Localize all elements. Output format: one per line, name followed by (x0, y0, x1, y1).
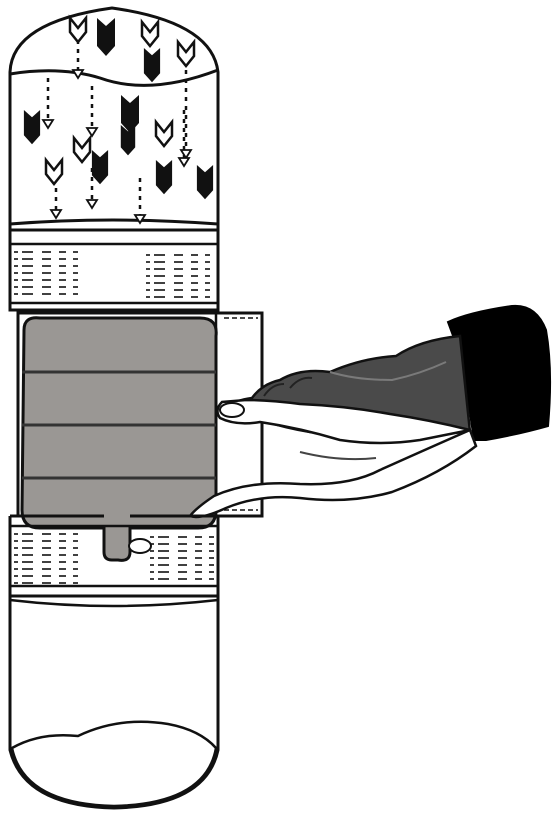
filter-pouch (22, 318, 216, 561)
bottom-chamber (10, 596, 218, 808)
pouch-drip (129, 539, 151, 553)
upper-foam-layer (10, 230, 218, 310)
fingernail (220, 403, 244, 417)
